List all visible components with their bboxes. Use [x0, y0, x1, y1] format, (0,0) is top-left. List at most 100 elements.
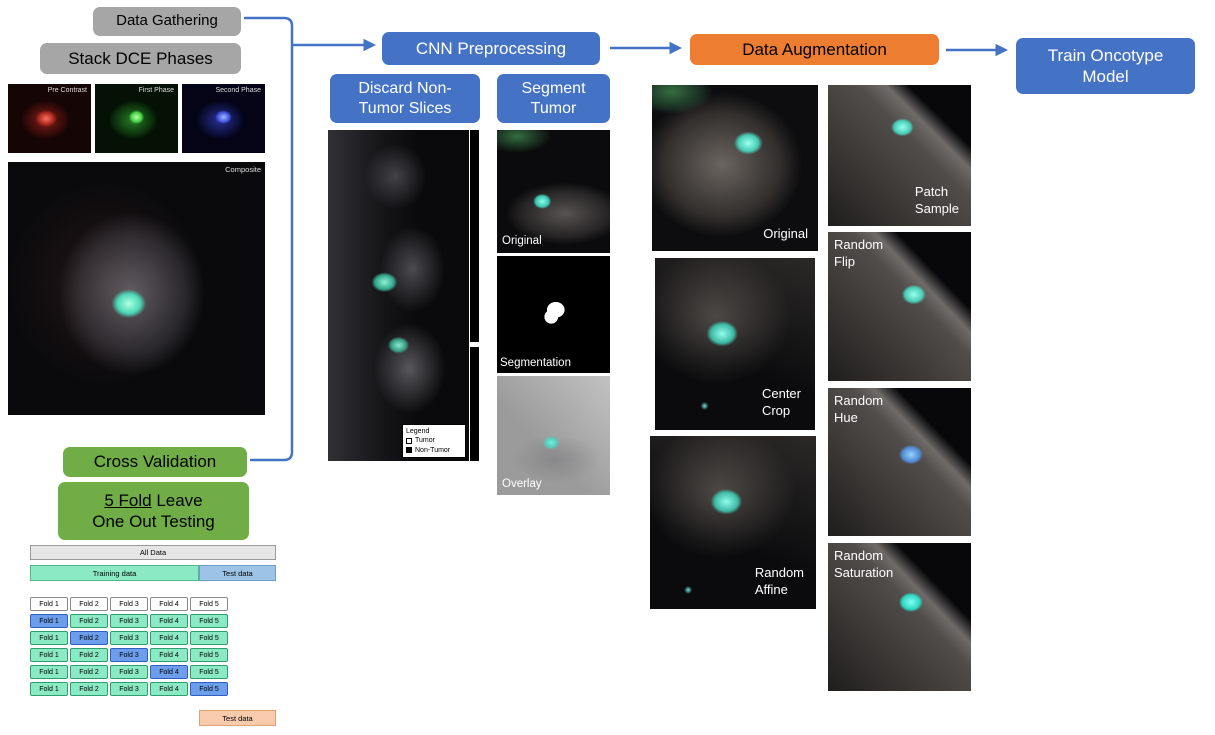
stack-dce-phases-label: Stack DCE Phases	[68, 48, 213, 68]
five-fold-rest-text: Leave	[151, 490, 203, 510]
augmentation-original-label: Original	[763, 226, 808, 243]
slice-strip	[470, 347, 479, 461]
fold-row-split-2: Fold 1 Fold 2 Fold 3 Fold 4 Fold 5	[30, 631, 228, 645]
five-fold-line2: One Out Testing	[92, 512, 215, 531]
discard-slices-mri-image: Legend Tumor Non-Tumor	[328, 130, 469, 461]
legend-item-tumor: Tumor	[406, 436, 462, 445]
label-line: Saturation	[834, 564, 894, 580]
segmentation-mask-image: Segmentation	[497, 256, 610, 373]
fold-cell: Fold 5	[190, 614, 228, 628]
label-line: Random	[834, 548, 884, 563]
first-phase-label: First Phase	[138, 87, 174, 94]
segment-overlay-image: Overlay	[497, 376, 610, 495]
discard-line1: Discard Non-	[358, 79, 452, 97]
stack-dce-phases-box: Stack DCE Phases	[40, 43, 241, 74]
fold-row-split-1: Fold 1 Fold 2 Fold 3 Fold 4 Fold 5	[30, 614, 228, 628]
legend-item-non-tumor: Non-Tumor	[406, 446, 462, 455]
center-crop-label: Center Crop	[762, 386, 801, 420]
label-line: Random	[754, 565, 804, 581]
train-line2: Model	[1082, 67, 1129, 86]
train-line1: Train Oncotype	[1047, 45, 1164, 65]
patch-sample-image: Patch Sample	[828, 85, 971, 226]
cross-validation-box: Cross Validation	[63, 447, 247, 477]
training-data-label: Training data	[92, 568, 137, 578]
label-line: Random	[834, 237, 884, 252]
segment-line2: Tumor	[530, 99, 577, 117]
fold-cell: Fold 2	[70, 682, 108, 696]
segment-line1: Segment	[521, 79, 586, 97]
fold-cell: Fold 3	[110, 682, 148, 696]
label-line: Center	[761, 386, 801, 402]
fold-cell: Fold 1	[30, 682, 68, 696]
fold-cell: Fold 3	[110, 614, 148, 628]
fold-row-split-5: Fold 1 Fold 2 Fold 3 Fold 4 Fold 5	[30, 682, 228, 696]
label-line: Crop	[761, 403, 791, 419]
random-hue-label: Random Hue	[834, 393, 883, 427]
first-phase-mri-image: First Phase	[95, 84, 178, 153]
augmentation-original-image: Original	[652, 85, 818, 251]
random-saturation-image: Random Saturation	[828, 543, 971, 691]
segment-original-image: Original	[497, 130, 610, 253]
train-oncotype-model-box: Train Oncotype Model	[1016, 38, 1195, 94]
second-phase-label: Second Phase	[215, 87, 261, 94]
overlay-label: Overlay	[502, 478, 542, 490]
random-saturation-label: Random Saturation	[834, 548, 893, 582]
fold-cell: Fold 5	[190, 648, 228, 662]
non-tumor-swatch-icon	[406, 447, 412, 454]
five-fold-underlined-text: 5 Fold	[104, 490, 152, 510]
fold-cell: Fold 4	[150, 614, 188, 628]
segment-tumor-box: Segment Tumor	[497, 74, 610, 123]
fold-row-split-3: Fold 1 Fold 2 Fold 3 Fold 4 Fold 5	[30, 648, 228, 662]
random-affine-label: Random Affine	[755, 565, 804, 599]
fold-cell: Fold 1	[30, 631, 68, 645]
fold-cell: Fold 4	[150, 631, 188, 645]
fold-cell: Fold 3	[110, 648, 148, 662]
all-data-label: All Data	[139, 548, 167, 557]
fold-cell: Fold 3	[110, 597, 148, 611]
discard-line2: Tumor Slices	[358, 99, 452, 117]
fold-cell: Fold 1	[30, 597, 68, 611]
legend-tumor-label: Tumor	[415, 437, 435, 445]
fold-cell: Fold 2	[70, 665, 108, 679]
label-line: Affine	[754, 582, 788, 598]
fold-cell: Fold 3	[110, 631, 148, 645]
fold-cell: Fold 1	[30, 665, 68, 679]
legend-non-tumor-label: Non-Tumor	[415, 446, 451, 454]
discard-non-tumor-box: Discard Non- Tumor Slices	[330, 74, 480, 123]
label-line: Patch	[914, 184, 949, 200]
data-augmentation-label: Data Augmentation	[742, 39, 887, 59]
label-line: Original	[763, 226, 808, 242]
fold-cell: Fold 3	[110, 665, 148, 679]
random-hue-image: Random Hue	[828, 388, 971, 536]
cnn-preprocessing-box: CNN Preprocessing	[382, 32, 600, 65]
fold-row-all: Fold 1 Fold 2 Fold 3 Fold 4 Fold 5	[30, 597, 228, 611]
center-crop-image: Center Crop	[655, 258, 815, 430]
fold-cell: Fold 4	[150, 648, 188, 662]
label-line: Flip	[834, 253, 855, 269]
random-flip-image: Random Flip	[828, 232, 971, 381]
data-augmentation-box: Data Augmentation	[690, 34, 939, 65]
second-phase-mri-image: Second Phase	[182, 84, 265, 153]
patch-sample-label: Patch Sample	[915, 184, 959, 218]
pre-contrast-label: Pre Contrast	[47, 87, 87, 94]
five-fold-line1: 5 Fold Leave	[104, 490, 202, 511]
five-fold-box: 5 Fold Leave One Out Testing	[58, 482, 249, 540]
fold-cell: Fold 1	[30, 614, 68, 628]
all-data-bar: All Data	[30, 545, 276, 560]
composite-mri-image: Composite	[8, 162, 265, 415]
composite-label: Composite	[225, 165, 261, 174]
fold-cell: Fold 4	[150, 597, 188, 611]
fold-cell: Fold 1	[30, 648, 68, 662]
segmentation-label: Segmentation	[500, 357, 571, 369]
segment-original-label: Original	[502, 235, 542, 247]
legend: Legend Tumor Non-Tumor	[402, 423, 466, 458]
label-line: Random	[834, 393, 884, 408]
legend-title: Legend	[406, 427, 430, 435]
test-data-bottom-label: Test data	[222, 713, 253, 723]
pre-contrast-mri-image: Pre Contrast	[8, 84, 91, 153]
fold-cell: Fold 5	[190, 682, 228, 696]
label-line: Hue	[834, 409, 858, 425]
test-data-label: Test data	[222, 568, 253, 578]
slice-strip	[470, 130, 479, 342]
